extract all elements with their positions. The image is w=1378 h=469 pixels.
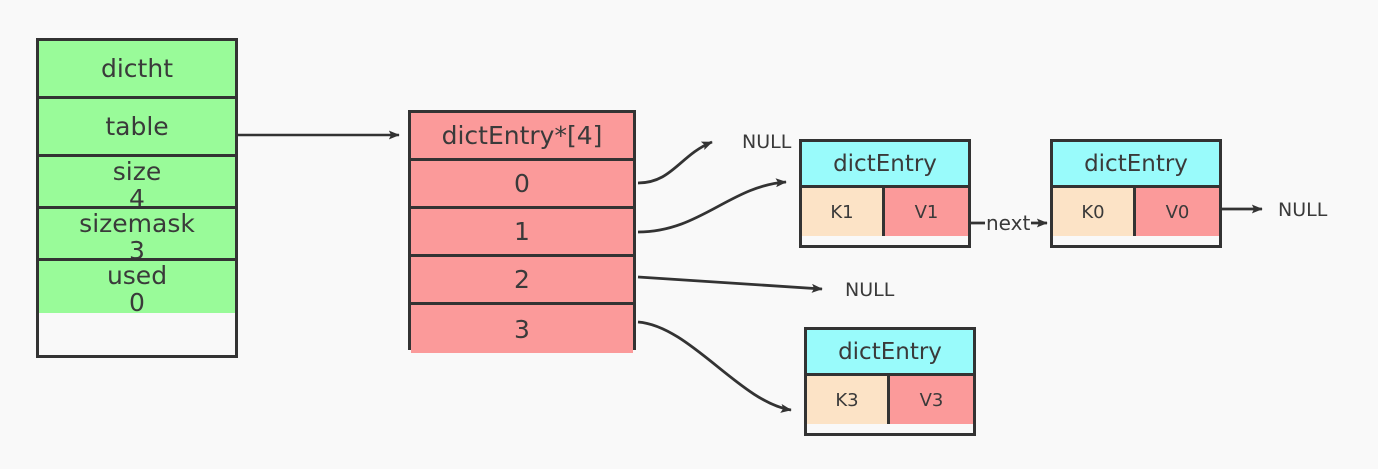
edge-slot3-to-entry-k3 xyxy=(637,320,792,413)
dict-entry-k1-value-label: V1 xyxy=(914,201,939,223)
dict-entry-k0-header: dictEntry xyxy=(1053,142,1219,188)
edge-slot1-to-entry-k1 xyxy=(637,178,787,234)
dict-entry-k1-key: K1 xyxy=(802,188,885,236)
dictht-struct: dictht table size 4 sizemask 3 used 0 xyxy=(36,38,238,358)
table-array-slot-2-label: 2 xyxy=(514,265,530,294)
dict-entry-k3-header: dictEntry xyxy=(807,330,973,376)
dict-entry-k1-value: V1 xyxy=(885,188,968,236)
dict-entry-k1-header-label: dictEntry xyxy=(833,150,937,177)
dictht-field-sizemask-value: 3 xyxy=(129,236,145,261)
dict-entry-k1-key-label: K1 xyxy=(830,201,854,223)
null-label-slot0: NULL xyxy=(742,131,792,153)
dict-entry-k3-kv: K3 V3 xyxy=(807,376,973,424)
dict-entry-k3-key: K3 xyxy=(807,376,890,424)
null-label-tail: NULL xyxy=(1278,199,1328,221)
table-array: dictEntry*[4] 0 1 2 3 xyxy=(408,110,636,353)
dict-entry-k0: dictEntry K0 V0 xyxy=(1050,139,1222,248)
dict-entry-k3: dictEntry K3 V3 xyxy=(804,327,976,436)
dict-entry-k0-kv: K0 V0 xyxy=(1053,188,1219,236)
edge-slot2-to-null xyxy=(637,275,823,293)
dictht-field-used-value: 0 xyxy=(129,288,145,313)
dictht-field-size: size 4 xyxy=(39,157,235,209)
table-array-header: dictEntry*[4] xyxy=(411,113,633,161)
dict-entry-k3-key-label: K3 xyxy=(835,389,859,411)
dictht-field-used-name: used xyxy=(106,261,168,290)
dictht-title: dictht xyxy=(100,54,173,83)
dictht-field-size-value: 4 xyxy=(129,184,145,209)
dictht-field-sizemask: sizemask 3 xyxy=(39,209,235,261)
table-array-slot-1: 1 xyxy=(411,209,633,257)
next-pointer-label: next xyxy=(985,211,1032,235)
dictht-field-table-name: table xyxy=(105,112,169,141)
dictht-field-sizemask-name: sizemask xyxy=(79,209,195,238)
dict-entry-k0-value-label: V0 xyxy=(1165,201,1190,223)
dictht-field-size-name: size xyxy=(112,157,162,186)
table-array-slot-0: 0 xyxy=(411,161,633,209)
dict-entry-k3-value: V3 xyxy=(890,376,973,424)
dict-entry-k1-header: dictEntry xyxy=(802,142,968,188)
null-label-slot2: NULL xyxy=(845,279,895,301)
dict-entry-k0-header-label: dictEntry xyxy=(1084,150,1188,177)
edge-slot0-to-null xyxy=(637,140,713,185)
dictht-title-row: dictht xyxy=(39,41,235,99)
dict-entry-k0-value: V0 xyxy=(1136,188,1219,236)
table-array-slot-0-label: 0 xyxy=(514,169,530,198)
dictht-field-used: used 0 xyxy=(39,261,235,313)
dict-entry-k0-key-label: K0 xyxy=(1081,201,1105,223)
dict-entry-k1: dictEntry K1 V1 xyxy=(799,139,971,248)
table-array-slot-3: 3 xyxy=(411,305,633,353)
table-array-slot-3-label: 3 xyxy=(514,314,530,344)
table-array-slot-1-label: 1 xyxy=(514,217,530,246)
dict-entry-k0-key: K0 xyxy=(1053,188,1136,236)
table-array-header-label: dictEntry*[4] xyxy=(441,121,603,150)
dict-entry-k3-value-label: V3 xyxy=(919,389,944,411)
dict-entry-k1-kv: K1 V1 xyxy=(802,188,968,236)
dictht-field-table: table xyxy=(39,99,235,157)
dict-entry-k3-header-label: dictEntry xyxy=(838,338,942,365)
table-array-slot-2: 2 xyxy=(411,257,633,305)
